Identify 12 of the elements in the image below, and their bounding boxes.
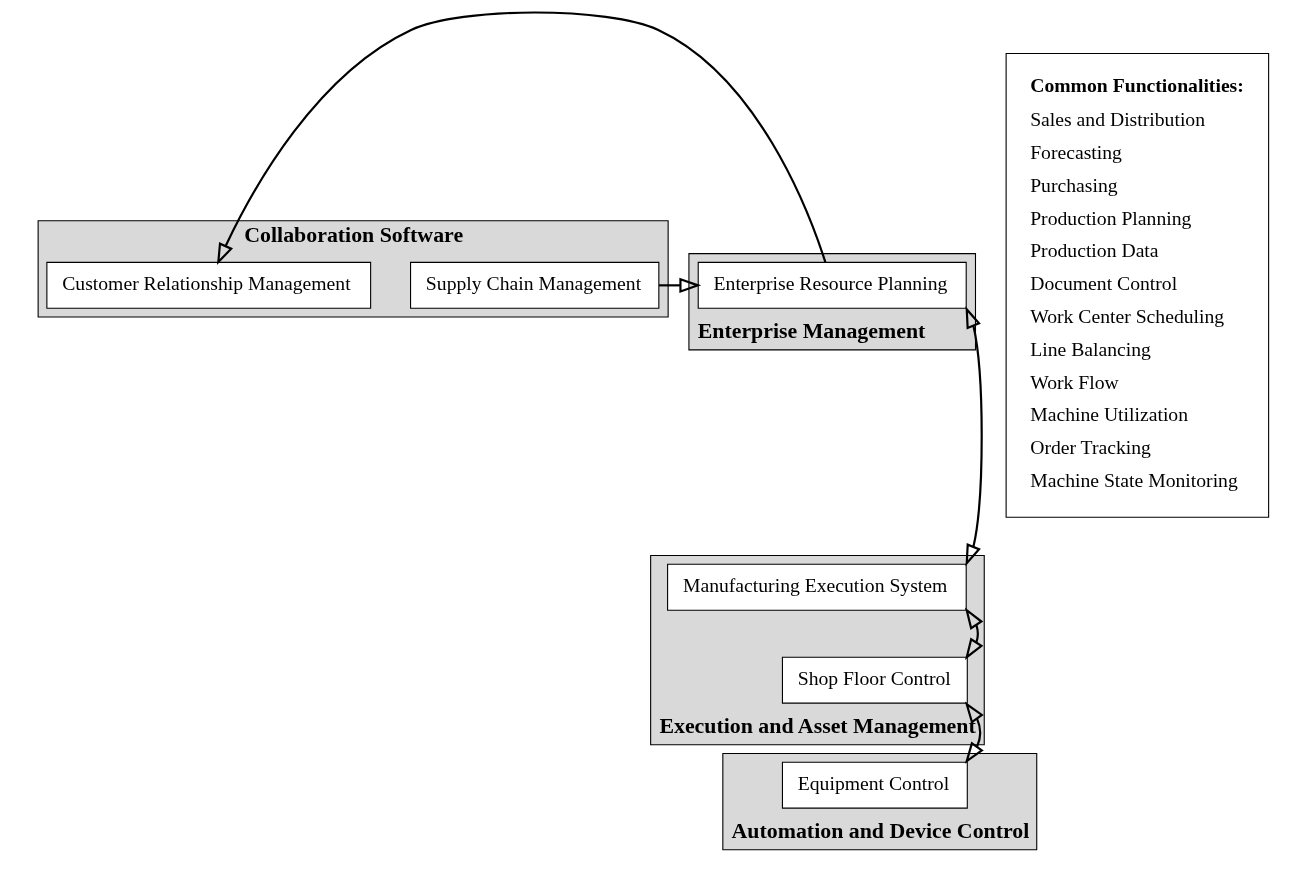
node-box: Shop Floor Control xyxy=(781,656,968,704)
arrow xyxy=(964,701,984,764)
node-box: Equipment Control xyxy=(781,761,968,809)
node-box: Common Functionalities: Sales and Distribution Forecasting Purchasing Production Planning Production Data Document Control Work Center Scheduling Line Balancing Work Flow Machine Utilization Order Tracking Machine State Monitoring xyxy=(1005,52,1269,518)
arrow xyxy=(965,306,983,567)
node-box: Customer Relationship Management xyxy=(45,261,371,309)
node-box: Manufacturing Execution System xyxy=(666,563,967,611)
node-box: Enterprise Resource Planning xyxy=(697,261,967,309)
arrow xyxy=(658,277,701,293)
arrow xyxy=(216,11,826,266)
arrow xyxy=(964,607,983,660)
node-box: Supply Chain Management xyxy=(409,261,659,309)
